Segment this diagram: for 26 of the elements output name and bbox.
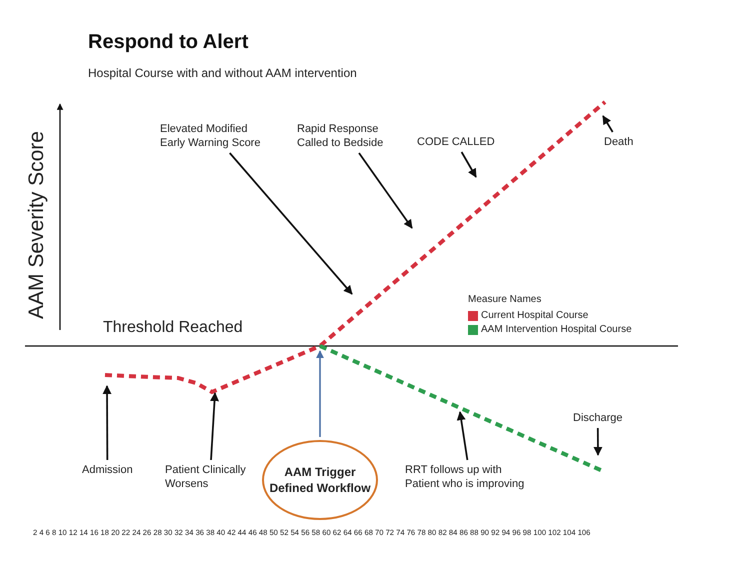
arrow <box>102 385 112 460</box>
arrow <box>229 152 353 295</box>
annotation-text: Discharge <box>573 411 623 425</box>
title: Respond to Alert <box>88 30 248 54</box>
legend-title: Measure Names <box>468 294 542 306</box>
annotation-text: RRT follows up with Patient who is improving <box>405 463 535 491</box>
arrow <box>210 392 219 460</box>
annotation-text: Death <box>604 135 634 149</box>
legend-label: AAM Intervention Hospital Course <box>481 324 632 336</box>
annotation-text: Patient Clinically Worsens <box>165 463 255 491</box>
subtitle: Hospital Course with and without AAM intervention <box>88 66 357 80</box>
annotation-text: Rapid Response Called to Bedside <box>297 122 397 150</box>
annotation-text: Elevated Modified Early Warning Score <box>160 122 270 150</box>
annotation-text: Admission <box>82 463 133 477</box>
arrow <box>316 350 324 437</box>
arrow <box>456 411 468 460</box>
arrow <box>358 152 413 229</box>
annotation-text: CODE CALLED <box>417 135 495 149</box>
threshold-label: Threshold Reached <box>103 318 243 338</box>
arrow <box>593 428 602 456</box>
legend-label: Current Hospital Course <box>481 310 588 322</box>
arrow <box>460 152 477 178</box>
axis-title: AAM Severity Score <box>25 130 49 321</box>
workflow-ellipse <box>262 440 378 520</box>
arrow <box>602 115 614 132</box>
workflow-label: AAM Trigger Defined Workflow <box>268 464 372 496</box>
